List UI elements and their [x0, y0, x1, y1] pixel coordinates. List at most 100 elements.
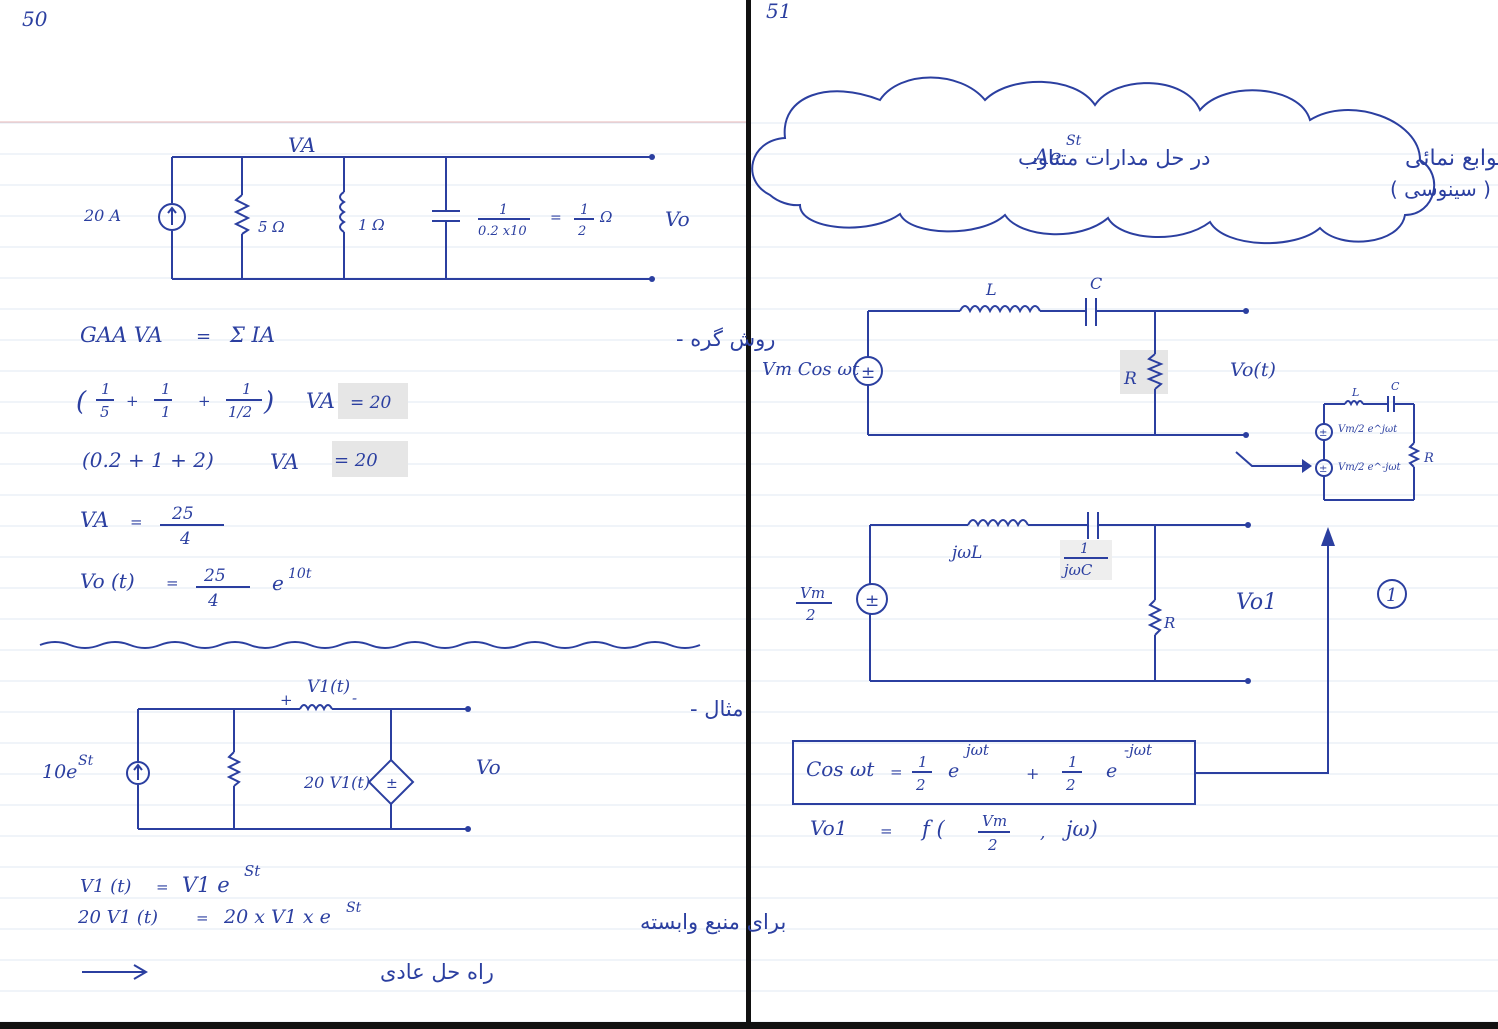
box-lhs: Cos ωt [806, 757, 875, 781]
box-exp2: -jωt [1124, 741, 1153, 759]
dep-source-label: برای منبع وابسته [640, 910, 786, 934]
resistor-2-icon [226, 751, 242, 787]
eqf-lhs: Vo1 [810, 816, 847, 840]
box-h1n: 1 [918, 753, 928, 771]
inductor-4-icon [967, 519, 1029, 528]
eq6-exp: St [244, 862, 261, 880]
mini-c: C [1391, 380, 1400, 393]
node-label: VA [288, 133, 316, 157]
c3-c: C [1090, 274, 1102, 293]
arrow-to-mini-icon [1235, 451, 1302, 467]
svg-text:±: ± [1319, 464, 1327, 475]
right-page: 51 استفاده از توابع نمائی Ae St در حل مد… [751, 0, 1498, 854]
eq6-rhs: V1 e [182, 873, 230, 897]
current-source-2-icon [126, 761, 150, 785]
eq2-f3d: 1/2 [228, 403, 252, 421]
euler-box: Cos ωt = 1 2 e jωt + 1 2 e -jωt [792, 527, 1335, 805]
eq4-eq: = [130, 513, 143, 531]
c3-source: Vm Cos ωt [762, 359, 860, 380]
eq5-den: 4 [207, 591, 219, 611]
eq7-exp: St [346, 900, 362, 916]
eq7-lhs: 20 V1 (t) [77, 907, 158, 928]
resistor-4-icon [1147, 599, 1163, 636]
v1-label: V1(t) [307, 677, 350, 697]
eqf-f: f ( [920, 817, 945, 841]
c4-src-num: Vm [800, 584, 825, 602]
box-exp1: jωt [963, 741, 990, 759]
svg-text:(: ( [76, 387, 87, 417]
dep-label: 20 V1(t) [303, 773, 370, 792]
eq3-lhs: (0.2 + 1 + 2) [82, 448, 214, 472]
svg-text:+: + [126, 392, 139, 410]
cap-eq-eq: = [550, 210, 562, 226]
eq1-rhs: Σ IA [229, 323, 275, 347]
eq6: V1 (t) = V1 e St [80, 862, 261, 897]
cap-eq-half-den: 2 [577, 224, 586, 239]
eqf-num: Vm [982, 812, 1007, 830]
circuit-1: VA 20 A 5 Ω 1 Ω 1 0.2 x10 = 1 2 Ω Vo [83, 133, 690, 282]
eq7-rhs: 20 x V1 x e [223, 906, 331, 928]
eqf-comma: , [1040, 823, 1045, 843]
cap-eq-den: 0.2 x10 [478, 224, 527, 239]
eq1-eq: = [196, 326, 211, 347]
eqf-den: 2 [987, 836, 998, 854]
method-label: روش گره - [676, 327, 775, 351]
eq3: (0.2 + 1 + 2) VA = 20 [82, 441, 408, 477]
resistor-3-icon [1146, 353, 1164, 390]
eq7-eq: = [196, 909, 209, 927]
eqf-eq: = [880, 822, 893, 840]
inductor-2-icon [299, 704, 333, 712]
box-h2n: 1 [1068, 753, 1078, 771]
box-e1: e [948, 760, 959, 782]
c4-r: R [1163, 614, 1175, 632]
eq2-var: VA [306, 389, 335, 413]
eq2-rhs: = 20 [350, 393, 391, 413]
eq4-lhs: VA [80, 508, 109, 532]
eq2-f1n: 1 [101, 380, 111, 398]
svg-text:±: ± [865, 591, 879, 611]
circled-number-icon [1377, 579, 1407, 609]
src2-exp: St [78, 753, 94, 769]
eq4: VA = 25 4 [80, 504, 224, 549]
example-label: مثال - [690, 697, 744, 721]
eq5-num: 25 [203, 566, 226, 586]
svg-text:+: + [198, 392, 211, 410]
eq2-f1d: 5 [100, 403, 110, 421]
eq2: ( 1 5 + 1 1 + 1 1/2 ) VA = 20 [76, 380, 408, 421]
c3-r: R [1123, 369, 1137, 389]
cap-eq-unit: Ω [599, 208, 612, 226]
vo-label: Vo [665, 207, 690, 231]
svg-text:±: ± [1319, 428, 1327, 439]
eq5-eq: = [166, 574, 179, 592]
eq2-f2d: 1 [161, 403, 171, 421]
c4-vo: Vo1 [1236, 590, 1277, 615]
cloud-ae-exp: St [1066, 133, 1082, 149]
eq-f: Vo1 = f ( Vm 2 , jω) [810, 812, 1098, 854]
r1-label: 5 Ω [258, 218, 285, 236]
circuit-4: ± jωL 1 jωC Vm 2 R Vo1 1 [796, 512, 1407, 684]
eq5: Vo (t) = 25 4 e 10t [80, 566, 312, 611]
cap-eq-num: 1 [499, 202, 508, 218]
c3-vo: Vo(t) [1230, 359, 1276, 381]
c4-cap-den: jωC [1061, 561, 1093, 579]
left-page: 50 VA 20 A 5 Ω 1 Ω 1 [22, 7, 786, 984]
mini-s1: Vm/2 e^jωt [1338, 424, 1398, 435]
inductor-3-icon [959, 305, 1041, 314]
eq7: 20 V1 (t) = 20 x V1 x e St [77, 900, 362, 928]
box-eq: = [890, 763, 903, 781]
eq4-den: 4 [179, 529, 191, 549]
eq5-exp: 10t [288, 566, 312, 582]
eq5-lhs: Vo (t) [80, 569, 135, 593]
circuit-3: ± L C R Vm Cos ωt Vo(t) [762, 274, 1276, 438]
cloud-ae: Ae [1032, 145, 1062, 169]
box-e2: e [1106, 760, 1117, 782]
resistor-5-icon [233, 194, 251, 235]
eq2-f3n: 1 [242, 380, 252, 398]
section-divider [39, 641, 701, 649]
eq6-lhs: V1 (t) [80, 876, 131, 897]
svg-text:): ) [263, 387, 274, 417]
eq6-eq: = [156, 878, 169, 896]
page-gutter [746, 0, 751, 1029]
box-h1d: 2 [915, 776, 926, 794]
c4-cap-num: 1 [1080, 541, 1089, 557]
